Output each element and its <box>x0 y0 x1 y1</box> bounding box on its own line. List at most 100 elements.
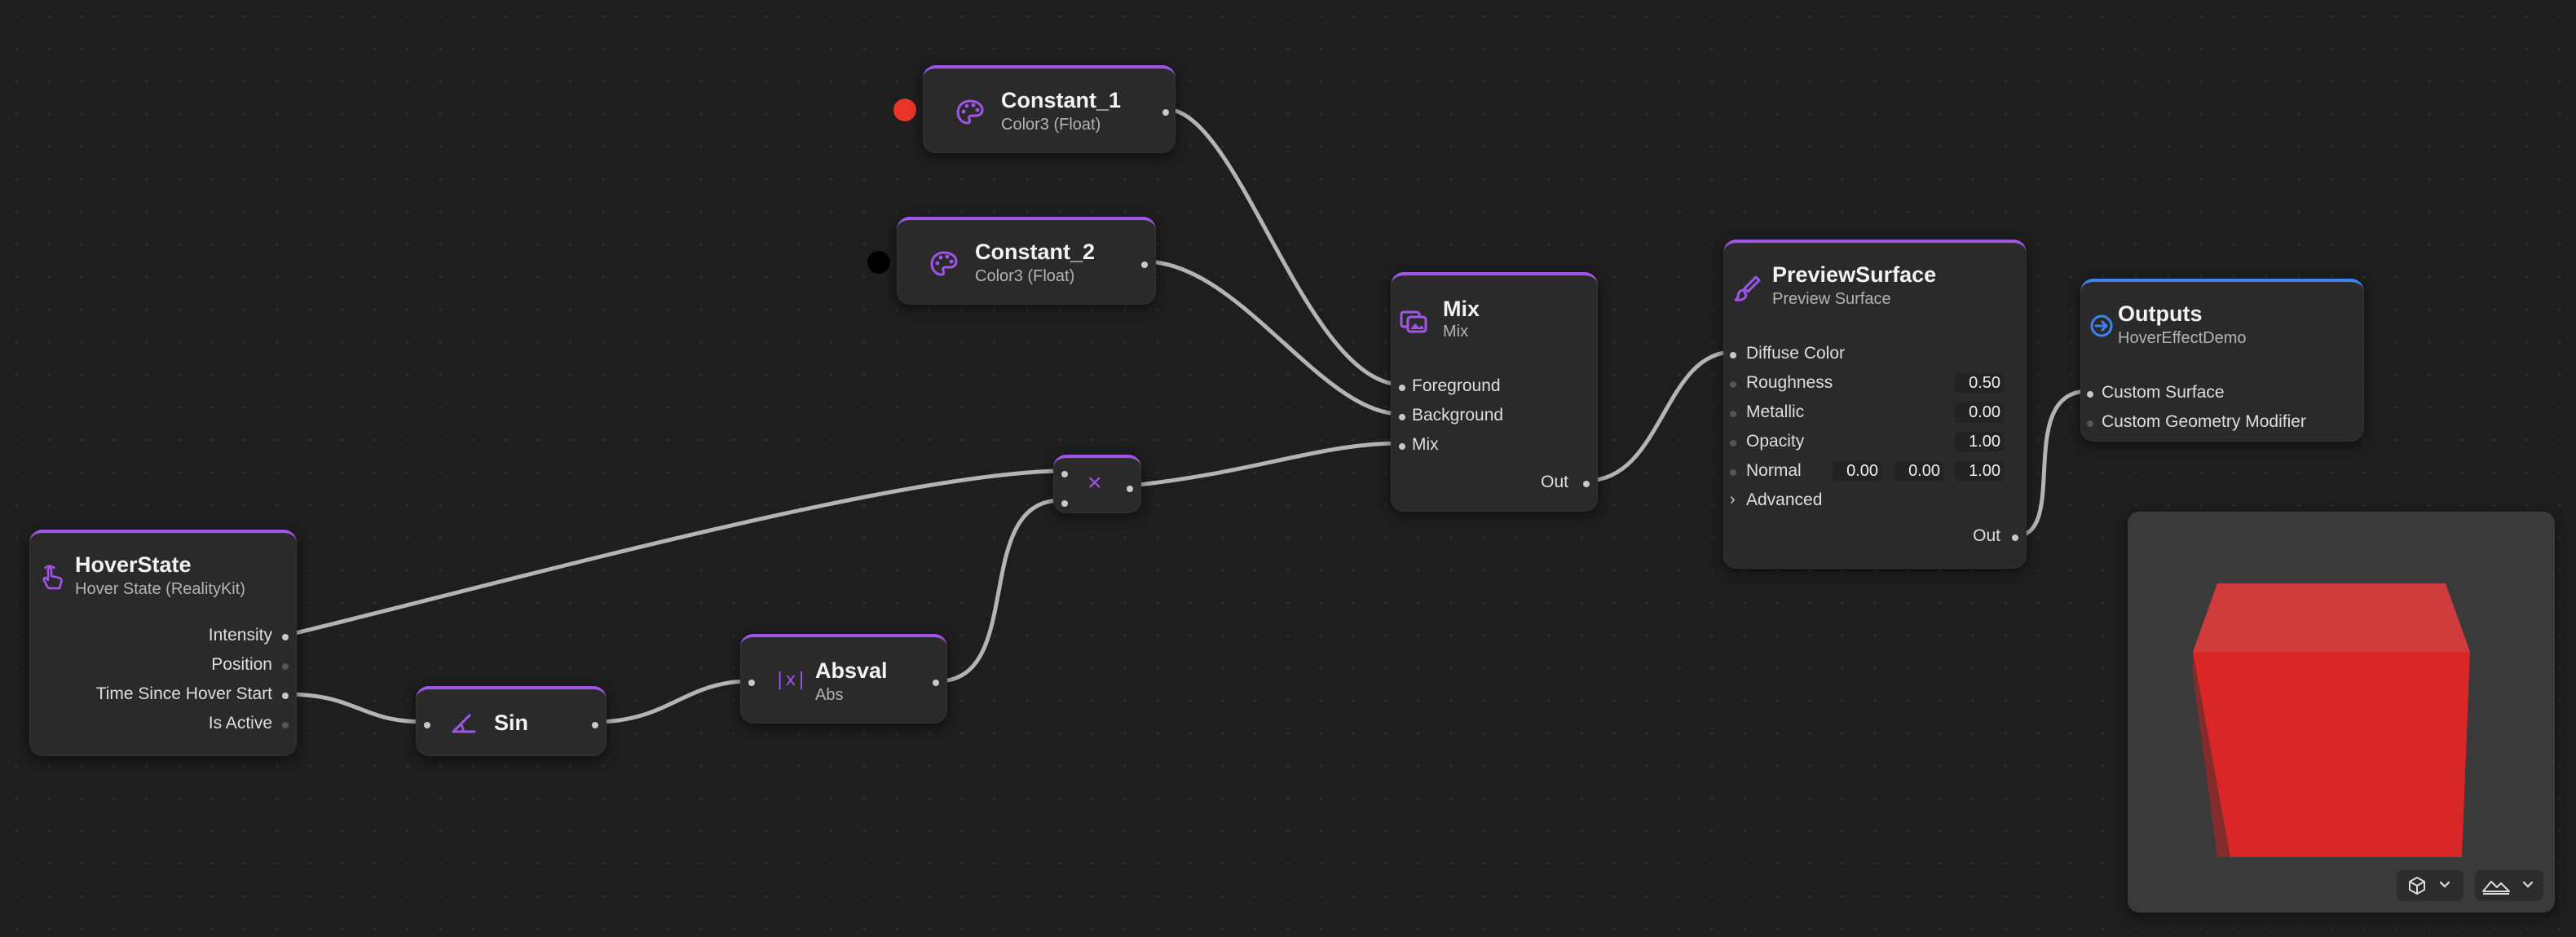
output-arrow-icon <box>2085 310 2118 342</box>
mix-output-port[interactable] <box>1583 481 1590 487</box>
mix-input-mix: Mix <box>1412 435 1439 454</box>
multiply-input-b-port[interactable] <box>1061 500 1068 507</box>
mix-mix-port[interactable] <box>1399 443 1405 450</box>
palette-icon <box>954 96 986 129</box>
material-preview-panel[interactable] <box>2128 512 2555 913</box>
preview-opacity-port[interactable] <box>1730 440 1736 447</box>
node-subtitle: Abs <box>815 686 844 704</box>
preview-input-metallic: Metallic <box>1746 403 1805 421</box>
opacity-value-field[interactable]: 1.00 <box>1955 432 2004 452</box>
hover-output-is-active: Is Active <box>208 714 272 732</box>
hover-time-port[interactable] <box>282 693 289 699</box>
preview-metallic-port[interactable] <box>1730 411 1736 417</box>
palette-icon <box>928 248 960 280</box>
preview-input-roughness: Roughness <box>1746 373 1833 392</box>
wire-absval-to-multiply <box>935 498 1064 684</box>
mix-foreground-port[interactable] <box>1399 385 1405 391</box>
image-mix-icon <box>1397 305 1430 337</box>
mix-input-foreground: Foreground <box>1412 376 1501 395</box>
hand-pointer-icon <box>36 562 68 595</box>
hover-output-intensity: Intensity <box>208 626 272 644</box>
node-subtitle: Hover State (RealityKit) <box>75 580 245 598</box>
chevron-down-icon <box>2521 877 2535 895</box>
node-title: Mix <box>1443 297 1480 321</box>
constant2-color-swatch[interactable] <box>867 251 890 274</box>
constant1-output-port[interactable] <box>1162 109 1169 116</box>
hover-position-port[interactable] <box>282 663 289 670</box>
node-hover-state[interactable]: HoverState Hover State (RealityKit) Inte… <box>29 530 297 756</box>
wire-time-to-sin <box>283 692 428 724</box>
node-subtitle: Color3 (Float) <box>975 267 1075 285</box>
preview-output-label: Out <box>1973 526 2000 545</box>
outputs-input-custom-surface: Custom Surface <box>2102 383 2225 402</box>
hover-output-position: Position <box>211 655 272 674</box>
preview-normal-port[interactable] <box>1730 469 1736 476</box>
cube-outline-icon <box>2406 875 2428 900</box>
chevron-right-icon[interactable]: › <box>1730 490 1736 508</box>
hover-is-active-port[interactable] <box>282 722 289 728</box>
node-constant-1[interactable]: Constant_1 Color3 (Float) <box>923 65 1176 153</box>
sin-output-port[interactable] <box>592 722 598 728</box>
multiply-output-port[interactable] <box>1127 486 1133 492</box>
advanced-disclosure[interactable]: Advanced <box>1746 490 1823 509</box>
node-subtitle: Mix <box>1443 323 1469 341</box>
preview-input-normal: Normal <box>1746 461 1802 480</box>
node-outputs[interactable]: Outputs HoverEffectDemo Custom Surface C… <box>2080 279 2364 442</box>
mix-output-label: Out <box>1541 473 1568 491</box>
preview-input-opacity: Opacity <box>1746 432 1805 451</box>
angle-icon <box>448 707 481 740</box>
node-title: Sin <box>494 710 529 735</box>
preview-input-diffuse-color: Diffuse Color <box>1746 344 1845 363</box>
hover-output-time-since-start: Time Since Hover Start <box>95 684 272 703</box>
normal-y-field[interactable]: 0.00 <box>1895 461 1943 482</box>
wire-sin-to-absval <box>593 679 752 724</box>
preview-diffuse-port[interactable] <box>1730 352 1736 359</box>
abs-icon: |x| <box>774 670 807 690</box>
node-sin[interactable]: Sin <box>416 686 607 756</box>
node-multiply[interactable]: × <box>1053 455 1141 513</box>
shape-menu-button[interactable] <box>2397 870 2464 901</box>
node-subtitle: Preview Surface <box>1772 290 1891 308</box>
node-title: Outputs <box>2118 301 2203 326</box>
node-preview-surface[interactable]: PreviewSurface Preview Surface Diffuse C… <box>1723 240 2027 569</box>
preview-output-port[interactable] <box>2012 534 2018 541</box>
constant2-output-port[interactable] <box>1141 262 1148 268</box>
multiply-icon: × <box>1087 469 1102 496</box>
node-title: Constant_1 <box>1001 88 1122 112</box>
node-title: HoverState <box>75 552 192 577</box>
normal-z-field[interactable]: 1.00 <box>1955 461 2004 482</box>
multiply-input-a-port[interactable] <box>1061 471 1068 477</box>
preview-cube <box>2193 583 2470 857</box>
roughness-value-field[interactable]: 0.50 <box>1955 373 2004 394</box>
normal-x-field[interactable]: 0.00 <box>1833 461 1881 482</box>
mix-background-port[interactable] <box>1399 414 1405 420</box>
node-title: PreviewSurface <box>1772 262 1937 287</box>
node-mix[interactable]: Mix Mix Foreground Background Mix Out <box>1391 272 1598 512</box>
chevron-down-icon <box>2437 877 2452 895</box>
outputs-custom-surface-port[interactable] <box>2087 391 2093 398</box>
wire-intensity-to-multiply <box>283 468 1064 638</box>
outputs-input-geometry-modifier: Custom Geometry Modifier <box>2102 412 2306 431</box>
environment-menu-button[interactable] <box>2475 870 2543 901</box>
preview-roughness-port[interactable] <box>1730 381 1736 388</box>
absval-input-port[interactable] <box>748 680 755 686</box>
node-absval[interactable]: |x| Absval Abs <box>740 634 947 724</box>
brush-icon <box>1731 272 1764 305</box>
constant1-color-swatch[interactable] <box>893 99 916 121</box>
outputs-geometry-modifier-port[interactable] <box>2087 420 2093 427</box>
wire-constant2-to-mix-background <box>1142 259 1403 416</box>
sin-input-port[interactable] <box>424 722 430 728</box>
mix-input-background: Background <box>1412 406 1504 425</box>
absval-output-port[interactable] <box>933 680 939 686</box>
wire-mix-to-preview-diffuse <box>1584 350 1736 483</box>
hover-intensity-port[interactable] <box>282 634 289 640</box>
mountains-icon <box>2481 875 2511 900</box>
node-subtitle: Color3 (Float) <box>1001 116 1101 134</box>
wire-multiply-to-mix-mix <box>1129 441 1403 488</box>
node-subtitle: HoverEffectDemo <box>2118 329 2247 347</box>
node-title: Constant_2 <box>975 240 1096 264</box>
metallic-value-field[interactable]: 0.00 <box>1955 403 2004 423</box>
node-title: Absval <box>815 658 888 683</box>
wire-constant1-to-mix-foreground <box>1163 107 1403 387</box>
node-constant-2[interactable]: Constant_2 Color3 (Float) <box>897 217 1156 305</box>
